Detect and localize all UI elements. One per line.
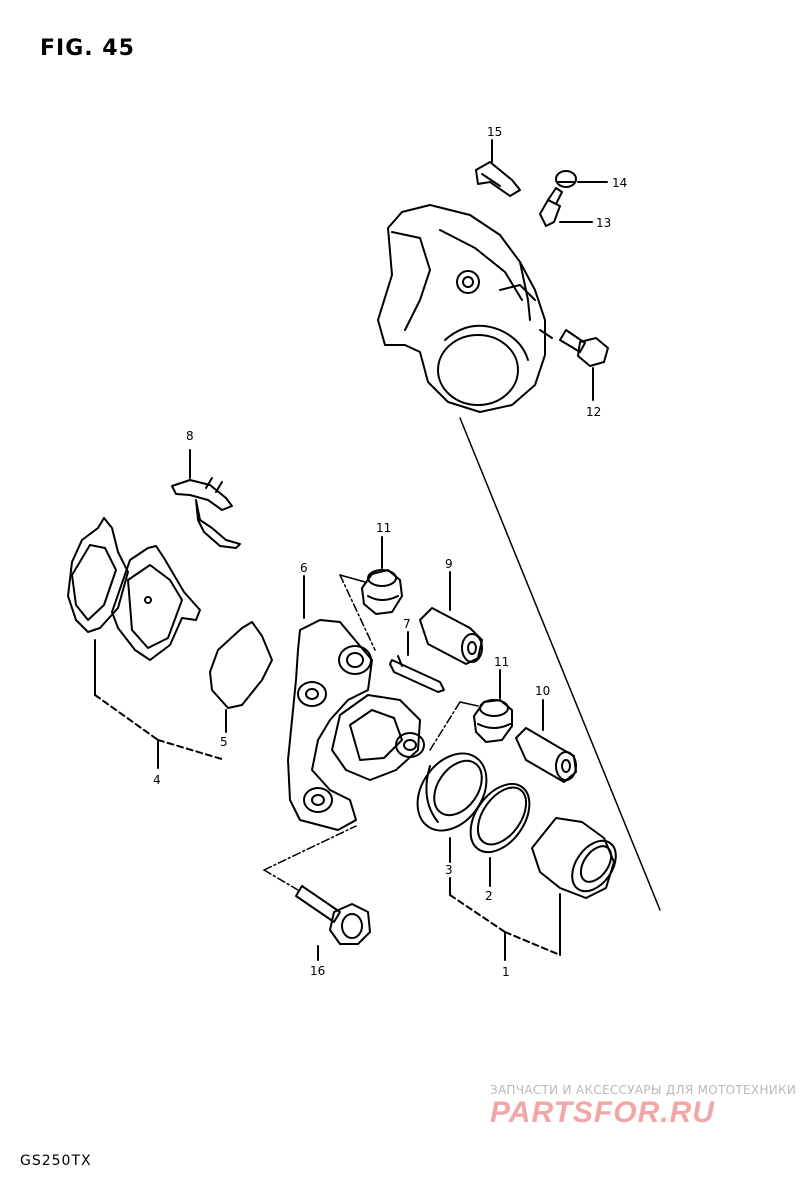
- callout-6: 6: [300, 561, 308, 575]
- figure-title: FIG. 45: [40, 36, 135, 61]
- part-11-boot-upper: [361, 536, 403, 615]
- callout-4: 4: [153, 773, 161, 787]
- callout-2: 2: [485, 889, 493, 903]
- part-14-cap: [555, 170, 608, 188]
- callout-8: 8: [186, 429, 194, 443]
- part-16-bolt: [295, 885, 371, 961]
- callout-13: 13: [596, 216, 611, 230]
- model-code: GS250TX: [20, 1153, 92, 1169]
- part-10-sleeve: [515, 699, 577, 783]
- callout-3: 3: [445, 863, 453, 877]
- part-2-piston-seal: [469, 782, 531, 887]
- caliper-body: [377, 204, 553, 413]
- part-6-holder: [287, 575, 425, 831]
- callout-1: 1: [502, 965, 510, 979]
- callout-11-upper: 11: [376, 521, 391, 535]
- part-13-bleeder: [539, 187, 593, 227]
- part-4-pads: [67, 517, 226, 769]
- part-7-pin: [389, 631, 445, 693]
- callout-12: 12: [586, 405, 601, 419]
- callout-7: 7: [403, 617, 411, 631]
- callout-11-lower: 11: [494, 655, 509, 669]
- part-15-clip: [475, 139, 521, 197]
- callout-14: 14: [612, 176, 627, 190]
- part-8-spring: [171, 449, 241, 549]
- callout-9: 9: [445, 557, 453, 571]
- callout-10: 10: [535, 684, 550, 698]
- callout-5: 5: [220, 735, 228, 749]
- watermark-tagline: ЗАПЧАСТИ И АКСЕССУАРЫ ДЛЯ МОТОТЕХНИКИ: [490, 1083, 797, 1097]
- part-12-bolt: [559, 329, 609, 401]
- watermark-logo: PARTSFOR.RU: [490, 1096, 715, 1129]
- callout-16: 16: [310, 964, 325, 978]
- part-9-sleeve: [419, 571, 483, 665]
- piston: [531, 817, 617, 956]
- callout-15: 15: [487, 125, 502, 139]
- part-11-boot-lower: [473, 669, 513, 743]
- part-5-shim: [209, 621, 273, 733]
